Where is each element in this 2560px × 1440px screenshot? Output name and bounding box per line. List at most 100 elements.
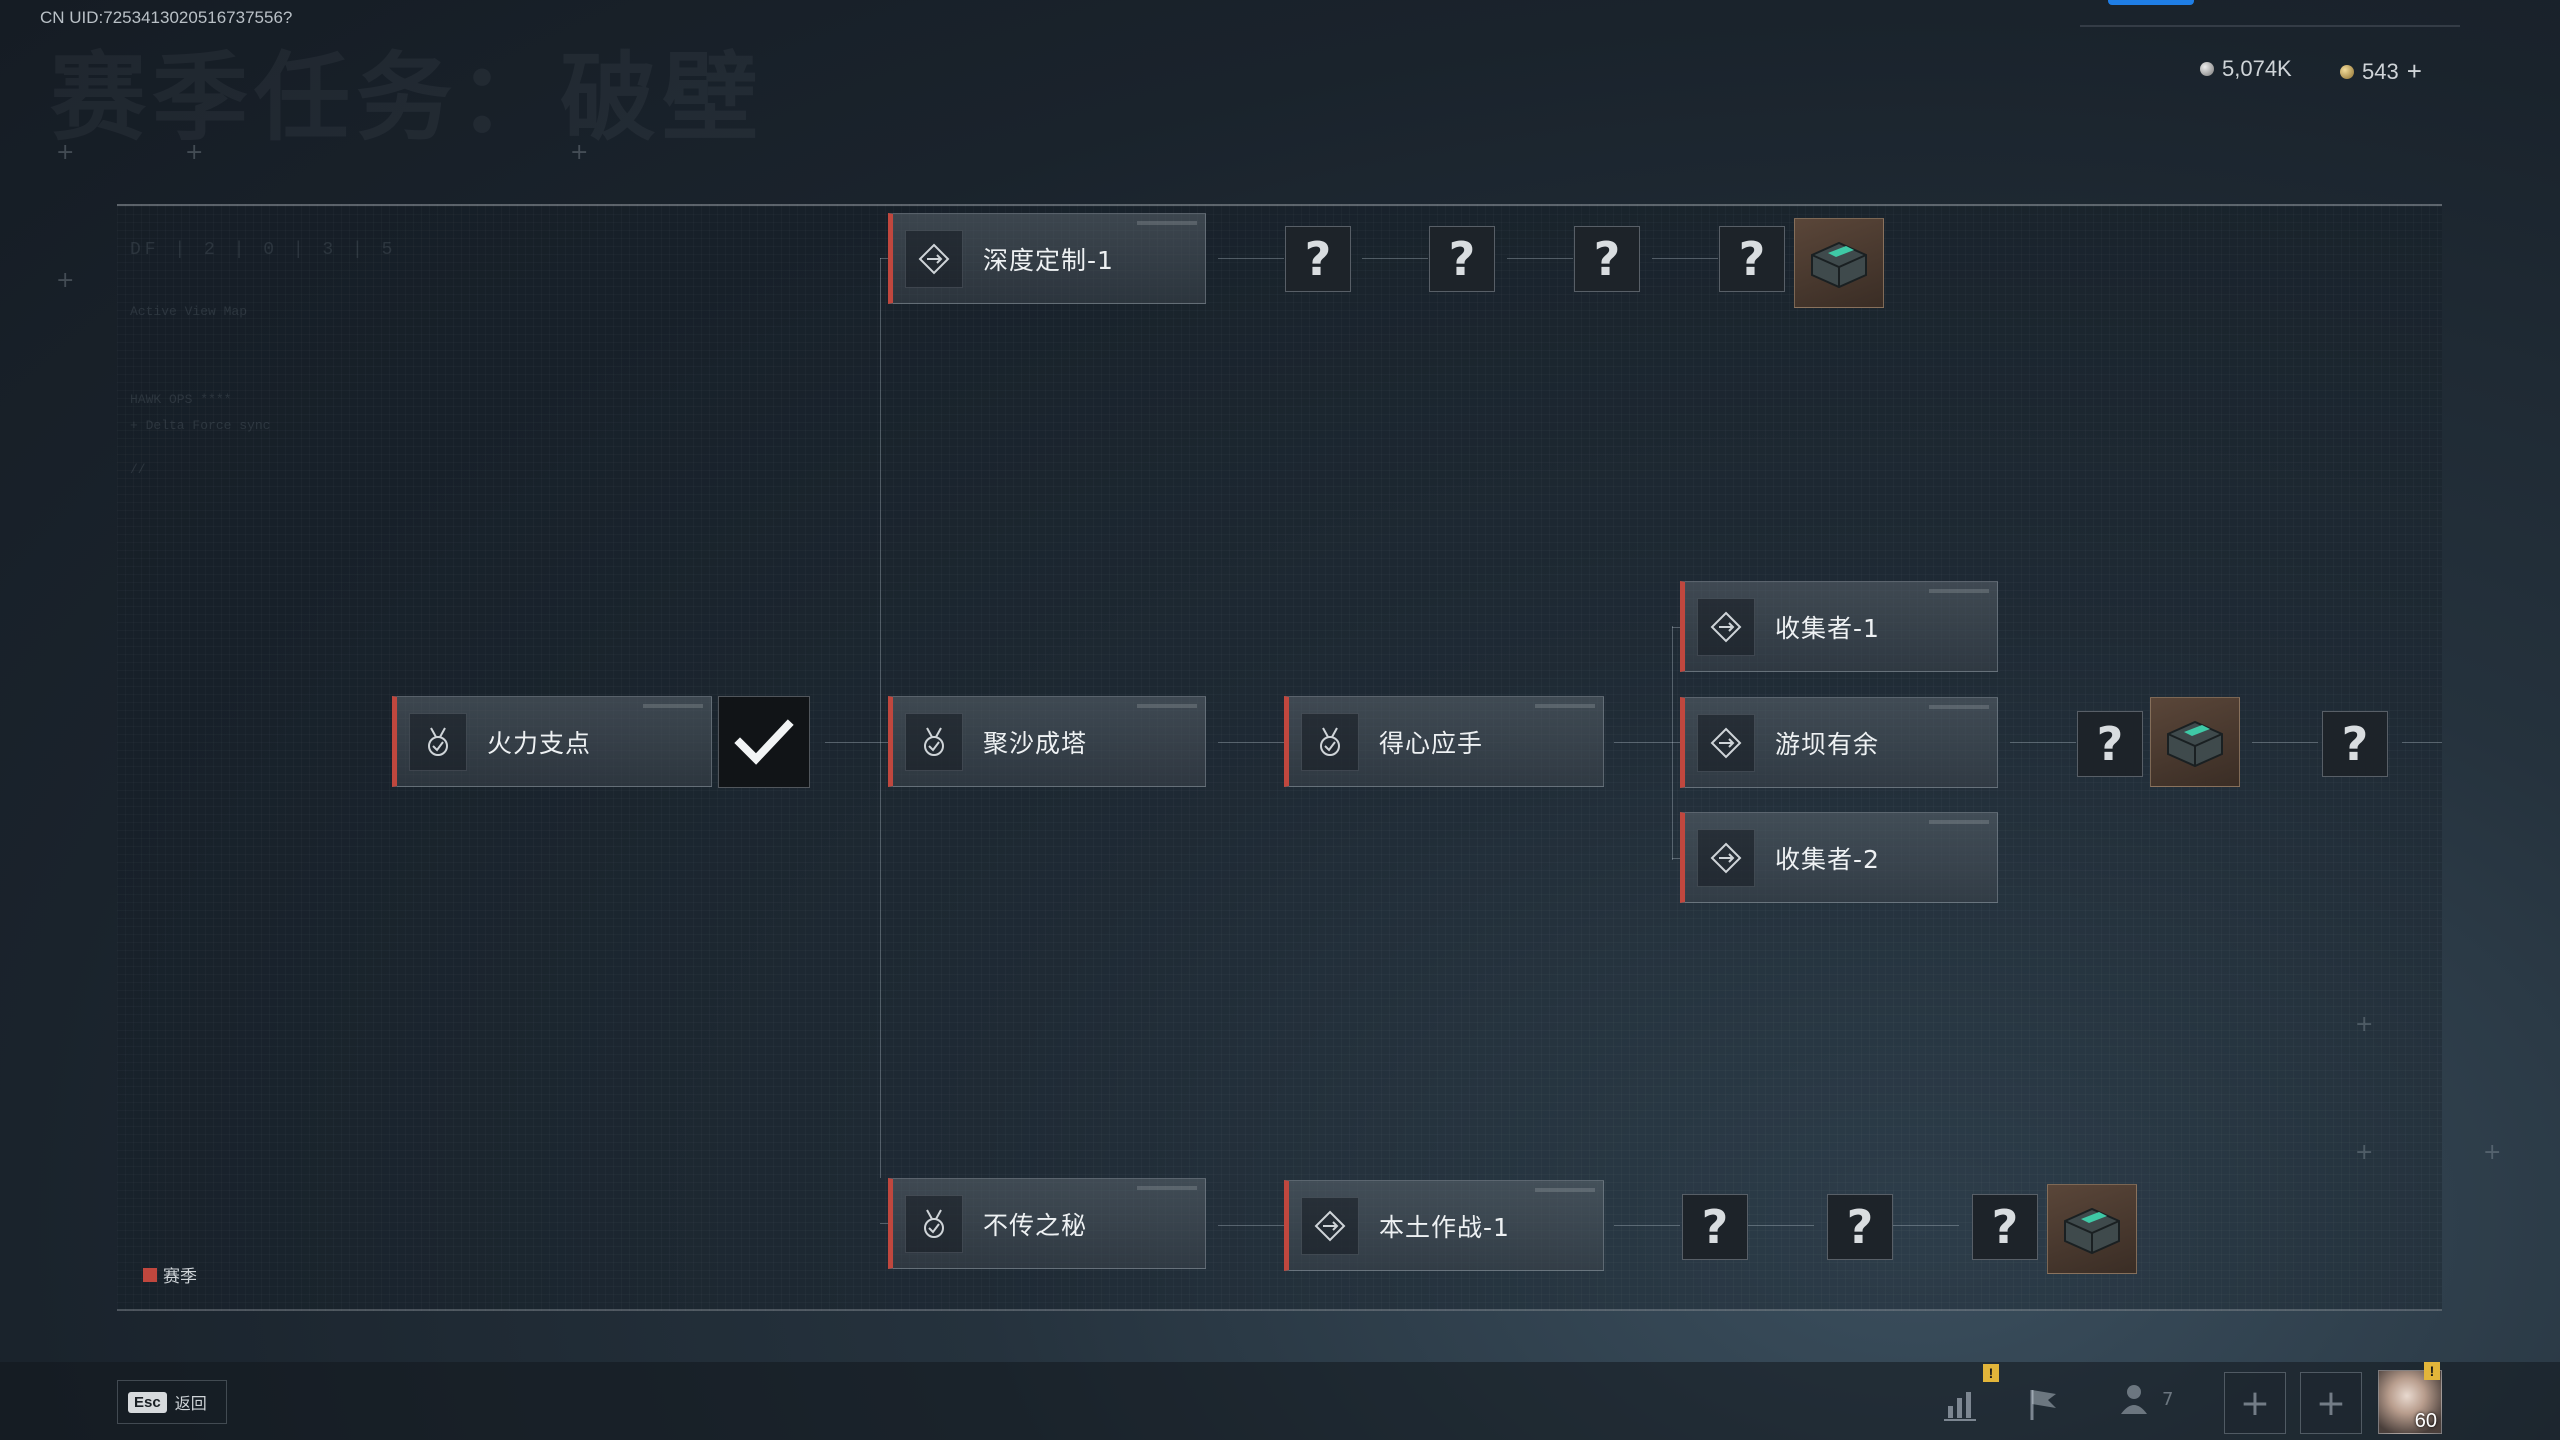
medal-icon <box>409 712 467 771</box>
medal-icon <box>905 1194 963 1253</box>
side-code: DF | 2 | 0 | 3 | 5 <box>130 240 397 260</box>
task-node-fire-support[interactable]: 火力支点 <box>392 696 712 787</box>
connector-line <box>1893 1225 1959 1226</box>
player-avatar[interactable]: 60 <box>2378 1370 2442 1434</box>
player-uid: CN UID:7253413020516737556? <box>40 8 293 27</box>
person-icon <box>2121 1385 2147 1414</box>
task-label: 聚沙成塔 <box>983 728 1088 758</box>
branch-connector <box>1672 626 1673 860</box>
connector-line <box>1218 742 1284 743</box>
deco-cross: + <box>56 268 75 293</box>
task-node-deep-custom-1[interactable]: 深度定制-1 <box>888 213 1206 304</box>
silver-coin-icon <box>2200 62 2214 76</box>
gold-coin-icon <box>2340 64 2354 79</box>
side-caption-ops: HAWK OPS **** <box>130 392 232 407</box>
crate-icon <box>1811 241 1867 289</box>
top-accent-bar <box>2108 0 2194 5</box>
connector-line <box>880 258 892 259</box>
add-slot-button[interactable]: + <box>2224 1372 2286 1434</box>
unknown-task[interactable]: ? <box>1574 226 1640 292</box>
gold-currency[interactable]: 543 + <box>2340 56 2422 87</box>
legend-label: 赛季 <box>163 1267 197 1287</box>
deco-cross: + <box>185 140 204 165</box>
add-currency-button[interactable]: + <box>2406 56 2422 86</box>
task-map-panel <box>117 204 2442 1311</box>
connector-line <box>2402 742 2442 743</box>
deco-cross: + <box>570 140 589 165</box>
task-node-collector-2[interactable]: 收集者-2 <box>1680 812 1998 903</box>
legend-swatch <box>143 1267 157 1282</box>
deco-cross: + <box>2355 1140 2374 1165</box>
diamond-arrow-icon <box>1697 713 1755 772</box>
avatar-alert-badge: ! <box>2424 1362 2440 1380</box>
side-caption-sync: + Delta Force sync <box>130 418 271 433</box>
flag-button[interactable] <box>2020 1380 2068 1428</box>
unknown-task[interactable]: ? <box>1827 1194 1893 1260</box>
task-label: 本土作战-1 <box>1379 1212 1510 1242</box>
connector-line <box>1614 742 1672 743</box>
task-node-collector-1[interactable]: 收集者-1 <box>1680 581 1998 672</box>
bottom-bar <box>0 1362 2560 1440</box>
deco-cross: + <box>2355 1012 2374 1037</box>
task-label: 游坝有余 <box>1775 729 1880 759</box>
diamond-arrow-icon <box>1301 1196 1359 1255</box>
diamond-arrow-icon <box>1697 828 1755 887</box>
reward-crate[interactable] <box>2150 697 2240 787</box>
unknown-task[interactable]: ? <box>1285 226 1351 292</box>
connector-line <box>1362 258 1428 259</box>
unknown-task[interactable]: ? <box>1429 226 1495 292</box>
connector-line <box>880 1223 892 1224</box>
completed-check[interactable] <box>718 696 810 788</box>
task-node-dam-roam[interactable]: 游坝有余 <box>1680 697 1998 788</box>
connector-line <box>1614 1225 1680 1226</box>
silver-currency[interactable]: 5,074K <box>2200 56 2292 82</box>
unknown-task[interactable]: ? <box>1719 226 1785 292</box>
connector-line <box>1672 742 1682 743</box>
connector-line <box>1672 858 1682 859</box>
bar-chart-icon <box>1944 1392 1976 1421</box>
task-label: 不传之秘 <box>983 1210 1088 1240</box>
unknown-task[interactable]: ? <box>1972 1194 2038 1260</box>
unknown-task[interactable]: ? <box>2322 711 2388 777</box>
checkmark-icon <box>734 719 794 765</box>
esc-key: Esc <box>128 1391 167 1413</box>
trunk-connector <box>880 258 881 1178</box>
task-label: 火力支点 <box>487 728 592 758</box>
connector-line <box>1218 1225 1284 1226</box>
back-label: 返回 <box>174 1394 207 1413</box>
deco-cross: + <box>56 140 75 165</box>
unknown-task[interactable]: ? <box>1682 1194 1748 1260</box>
unknown-task[interactable]: ? <box>2077 711 2143 777</box>
task-label: 深度定制-1 <box>983 245 1114 275</box>
stats-alert-badge: ! <box>1983 1364 1999 1382</box>
connector-line <box>2010 742 2076 743</box>
stats-button[interactable] <box>1936 1380 1984 1428</box>
medal-icon <box>905 712 963 771</box>
crate-icon <box>2064 1207 2120 1255</box>
player-level: 60 <box>2414 1410 2437 1432</box>
side-caption-slash: // <box>130 462 146 477</box>
add-slot-button[interactable]: + <box>2300 1372 2362 1434</box>
side-caption-map: Active View Map <box>130 304 248 319</box>
diamond-arrow-icon <box>1697 597 1755 656</box>
plus-icon: + <box>2315 1382 2347 1424</box>
reward-crate[interactable] <box>1794 218 1884 308</box>
member-count: 7 <box>2162 1388 2174 1410</box>
connector-line <box>1672 627 1682 628</box>
connector-line <box>1507 258 1573 259</box>
page-title: 赛季任务：破壁 <box>50 42 764 154</box>
flag-icon <box>2030 1390 2056 1420</box>
squad-members[interactable]: 7 <box>2118 1380 2173 1418</box>
gold-amount: 543 <box>2362 58 2399 84</box>
connector-line <box>825 742 880 743</box>
task-node-sand-tower[interactable]: 聚沙成塔 <box>888 696 1206 787</box>
reward-crate[interactable] <box>2047 1184 2137 1274</box>
task-node-home-combat-1[interactable]: 本土作战-1 <box>1284 1180 1604 1271</box>
task-label: 得心应手 <box>1379 728 1484 758</box>
task-node-adept[interactable]: 得心应手 <box>1284 696 1604 787</box>
task-node-secret[interactable]: 不传之秘 <box>888 1178 1206 1269</box>
deco-cross: + <box>2483 1140 2502 1165</box>
connector-line <box>1218 258 1284 259</box>
back-button[interactable]: Esc 返回 <box>117 1380 227 1424</box>
task-label: 收集者-2 <box>1775 844 1880 874</box>
